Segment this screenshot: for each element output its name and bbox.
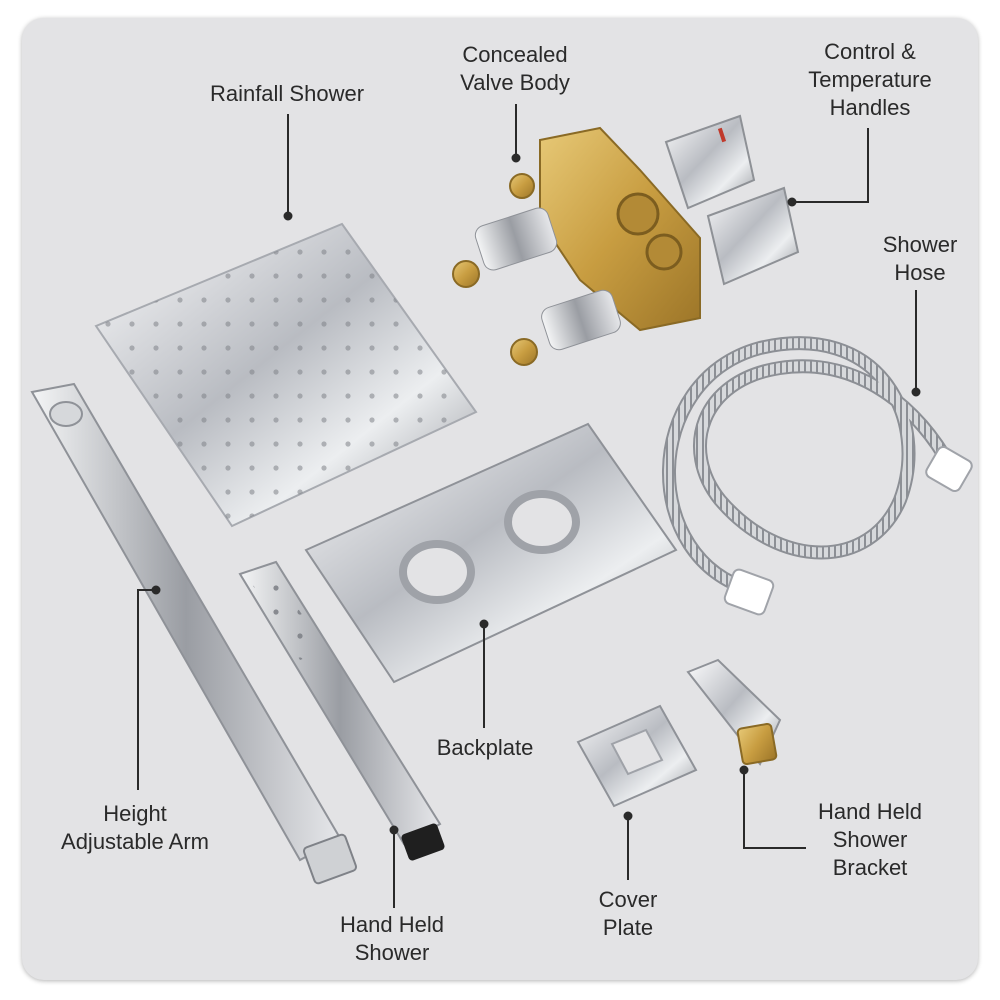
shower-bracket-part <box>686 658 782 766</box>
concealed-valve-body <box>452 126 701 366</box>
hand-held-shower-unit <box>238 560 445 861</box>
backplate <box>304 422 678 684</box>
label-hand-held-shower: Hand Held Shower <box>340 912 444 965</box>
label-hand-held-shower-bracket: Hand Held Shower Bracket <box>818 799 922 880</box>
label-height-adjustable-arm: Height Adjustable Arm <box>61 801 209 854</box>
label-shower-hose: Shower Hose <box>882 232 958 285</box>
label-concealed-valve-body: Concealed Valve Body <box>460 42 570 95</box>
leader-lines <box>137 104 921 908</box>
cover-plate-part <box>576 704 698 808</box>
height-adjustable-arm <box>30 382 358 885</box>
rainfall-shower-head <box>94 222 478 528</box>
shower-hose <box>662 336 973 616</box>
label-rainfall-shower: Rainfall Shower <box>209 81 365 106</box>
control-handles <box>664 114 800 286</box>
label-control-temperature-handles: Control & Temperature Handles <box>808 39 932 120</box>
label-backplate: Backplate <box>436 735 534 760</box>
label-cover-plate: Cover Plate <box>598 887 658 940</box>
